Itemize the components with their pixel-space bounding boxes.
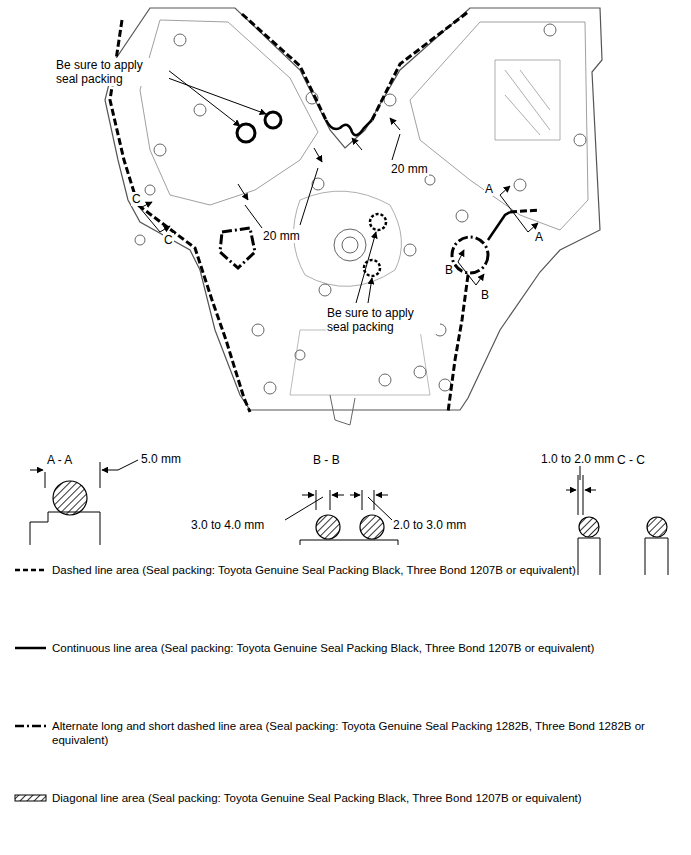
dimension: 20 mm — [262, 229, 301, 243]
section-letter: C — [163, 233, 174, 247]
section-letter: A — [484, 182, 494, 196]
diagonal-hatch-sample — [15, 795, 46, 801]
section-title: B - B — [312, 453, 341, 467]
note-label: Be sure to apply seal packing — [326, 306, 440, 334]
section-letter: B — [480, 288, 490, 302]
continuous-line-sample — [15, 647, 46, 650]
legend-text: Alternate long and short dashed line are… — [52, 719, 652, 747]
legend-text: Continuous line area (Seal packing: Toyo… — [52, 641, 652, 655]
dimension: 20 mm — [390, 162, 429, 176]
legend-text: Dashed line area (Seal packing: Toyota G… — [52, 563, 652, 577]
dashed-line-sample — [15, 569, 46, 572]
section-title: A - A — [46, 453, 73, 467]
section-title: C - C — [616, 453, 646, 467]
dash-dot-line-sample — [15, 725, 46, 728]
legend-text: Diagonal line area (Seal packing: Toyota… — [52, 791, 652, 805]
section-letter: A — [534, 230, 544, 244]
section-letter: C — [131, 192, 142, 206]
dimension: 5.0 mm — [140, 452, 182, 466]
dimension: 1.0 to 2.0 mm — [540, 452, 615, 466]
dimension: 2.0 to 3.0 mm — [392, 518, 467, 532]
section-letter: B — [444, 263, 454, 277]
note-label: Be sure to apply seal packing — [55, 58, 169, 86]
dimension: 3.0 to 4.0 mm — [190, 518, 265, 532]
